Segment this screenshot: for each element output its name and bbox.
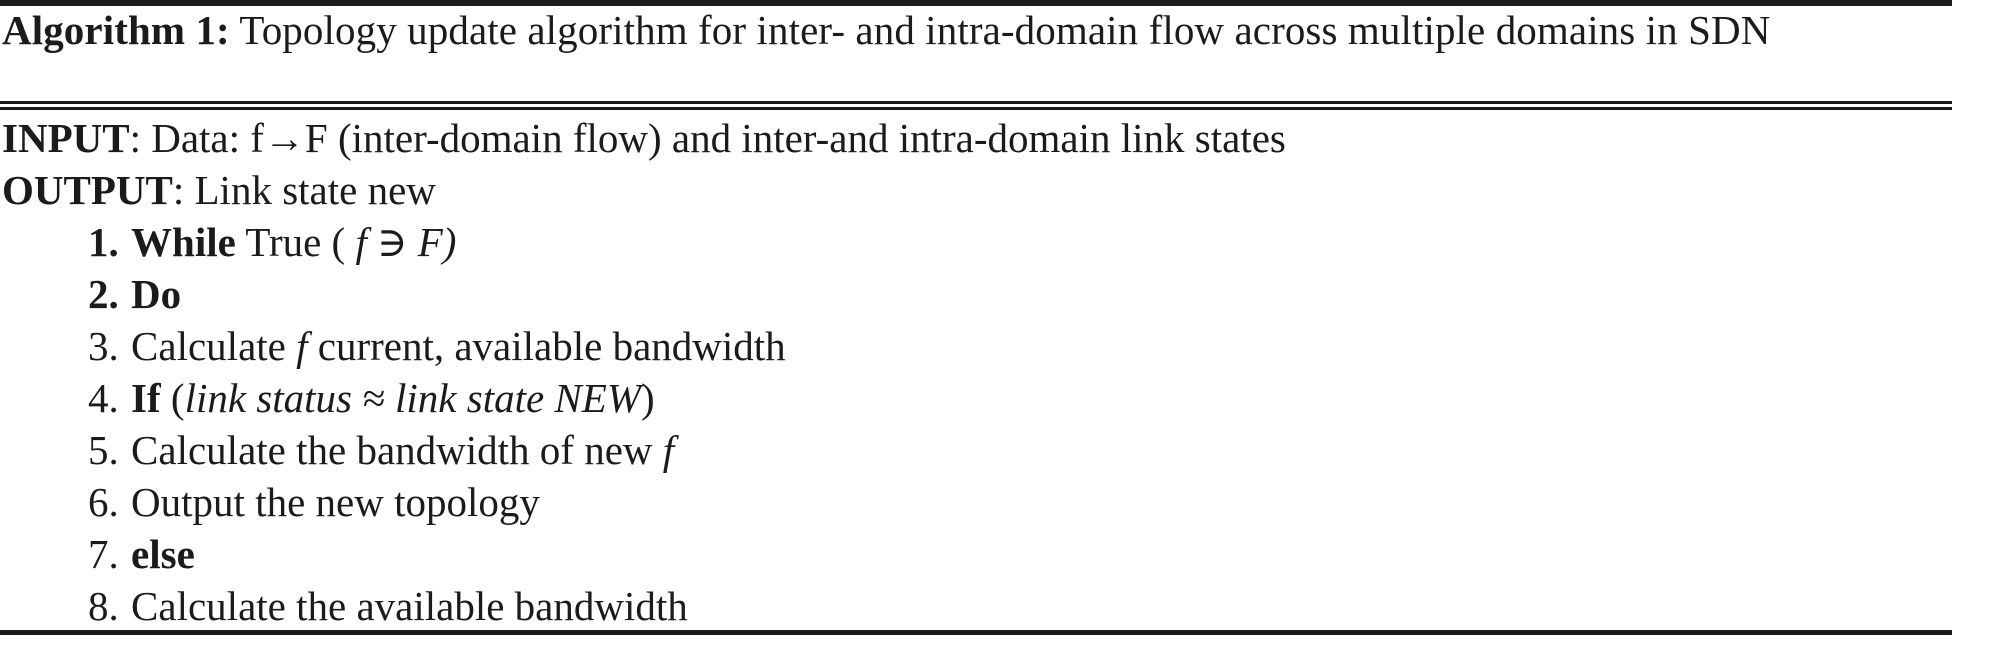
algorithm-step: 2. Do bbox=[2, 268, 1962, 320]
algorithm-caption-title: Topology update algorithm for inter- and… bbox=[239, 7, 1771, 53]
step-text-fragment: Calculate the bandwidth of new bbox=[131, 427, 663, 473]
input-text: Data: f→F (inter-domain flow) and inter-… bbox=[151, 115, 1286, 161]
algorithm-body: INPUT: Data: f→F (inter-domain flow) and… bbox=[2, 112, 1962, 632]
step-text-fragment: link status bbox=[184, 375, 352, 421]
step-body: If (link status ≈ link state NEW) bbox=[131, 375, 655, 421]
step-text-fragment: ∋ bbox=[366, 219, 418, 265]
step-number: 4. bbox=[88, 375, 119, 421]
step-number: 5. bbox=[88, 427, 119, 473]
algorithm-caption-rule-lower bbox=[0, 107, 1952, 110]
step-text-fragment: f bbox=[296, 323, 308, 369]
step-text-fragment: ( bbox=[160, 375, 185, 421]
step-text-fragment: Do bbox=[131, 271, 182, 317]
step-text-fragment: If bbox=[131, 375, 161, 421]
algorithm-step: 1. While True ( f ∋ F) bbox=[2, 216, 1962, 268]
step-text-fragment: link state NEW bbox=[395, 375, 641, 421]
step-number: 6. bbox=[88, 479, 119, 525]
step-text-fragment: f bbox=[355, 219, 367, 265]
algorithm-step: 3. Calculate f current, available bandwid… bbox=[2, 320, 1962, 372]
step-body: else bbox=[131, 531, 195, 577]
algorithm-caption: Algorithm 1: Topology update algorithm f… bbox=[2, 4, 1952, 56]
algorithm-number-label: Algorithm 1: bbox=[2, 7, 230, 53]
algorithm-step: 8. Calculate the available bandwidth bbox=[2, 580, 1962, 632]
step-body: Calculate the bandwidth of new f bbox=[131, 427, 674, 473]
algorithm-step: 5. Calculate the bandwidth of new f bbox=[2, 424, 1962, 476]
step-body: Do bbox=[131, 271, 181, 317]
step-body: While True ( f ∋ F) bbox=[131, 219, 456, 265]
algorithm-output-line: OUTPUT: Link state new bbox=[2, 164, 1962, 216]
step-text-fragment: Output the new topology bbox=[131, 479, 540, 525]
step-text-fragment: else bbox=[131, 531, 195, 577]
step-number: 7. bbox=[88, 531, 119, 577]
step-text-fragment: Calculate bbox=[131, 323, 297, 369]
step-number: 8. bbox=[88, 583, 119, 629]
step-body: Calculate f current, available bandwidth bbox=[131, 323, 786, 369]
algorithm-input-line: INPUT: Data: f→F (inter-domain flow) and… bbox=[2, 112, 1962, 164]
algorithm-step-list: 1. While True ( f ∋ F) 2. Do 3. Calculate f… bbox=[2, 216, 1962, 632]
step-text-fragment: While bbox=[131, 219, 236, 265]
algorithm-step: 7. else bbox=[2, 528, 1962, 580]
input-label: INPUT bbox=[2, 115, 130, 161]
step-body: Calculate the available bandwidth bbox=[131, 583, 688, 629]
output-label: OUTPUT bbox=[2, 167, 173, 213]
step-text-fragment: current, available bandwidth bbox=[307, 323, 786, 369]
algorithm-caption-rule-upper bbox=[0, 101, 1952, 104]
step-number: 1. bbox=[88, 219, 119, 265]
step-text-fragment: Calculate the available bandwidth bbox=[131, 583, 688, 629]
step-text-fragment: ) bbox=[640, 375, 655, 421]
step-text-fragment: f bbox=[662, 427, 675, 473]
algorithm-step: 4. If (link status ≈ link state NEW) bbox=[2, 372, 1962, 424]
step-text-fragment: ≈ bbox=[352, 375, 396, 421]
algorithm-step: 6. Output the new topology bbox=[2, 476, 1962, 528]
step-number: 2. bbox=[88, 271, 119, 317]
algorithm-top-rule bbox=[0, 0, 1952, 6]
output-separator: : bbox=[172, 167, 185, 213]
output-text: Link state new bbox=[194, 167, 436, 213]
input-separator: : bbox=[129, 115, 141, 161]
step-text-fragment: F) bbox=[417, 219, 457, 265]
step-number: 3. bbox=[88, 323, 119, 369]
step-text-fragment: True ( bbox=[235, 219, 356, 265]
step-body: Output the new topology bbox=[131, 479, 540, 525]
algorithm-bottom-rule bbox=[0, 630, 1952, 635]
